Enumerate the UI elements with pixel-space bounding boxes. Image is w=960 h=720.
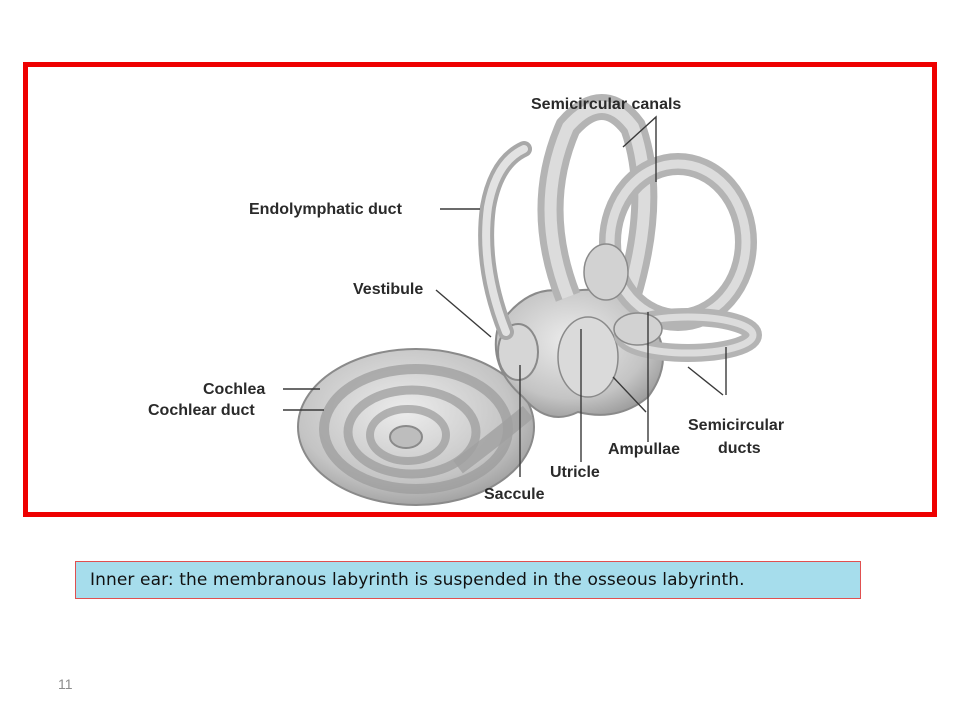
label-semicircular-ducts-line1: Semicircular <box>688 417 784 434</box>
label-saccule: Saccule <box>484 486 545 503</box>
slide-number: 11 <box>58 676 73 692</box>
cochlea-structure <box>297 348 535 506</box>
label-utricle: Utricle <box>550 464 600 481</box>
label-cochlea: Cochlea <box>203 381 265 398</box>
label-vestibule: Vestibule <box>353 281 423 298</box>
semicircular-canals-structure <box>537 94 762 362</box>
label-semicircular-ducts-line2: ducts <box>718 440 761 457</box>
label-endolymphatic-duct: Endolymphatic duct <box>249 201 403 218</box>
leader-lines <box>283 115 727 477</box>
label-semicircular-canals: Semicircular canals <box>531 96 681 113</box>
figure-frame: Semicircular canals Endolymphatic duct V… <box>23 62 937 517</box>
caption-box: Inner ear: the membranous labyrinth is s… <box>75 561 861 599</box>
label-cochlear-duct: Cochlear duct <box>148 402 255 419</box>
inner-ear-diagram: Semicircular canals Endolymphatic duct V… <box>148 94 784 506</box>
label-ampullae: Ampullae <box>608 441 680 458</box>
caption-text: Inner ear: the membranous labyrinth is s… <box>90 570 745 590</box>
